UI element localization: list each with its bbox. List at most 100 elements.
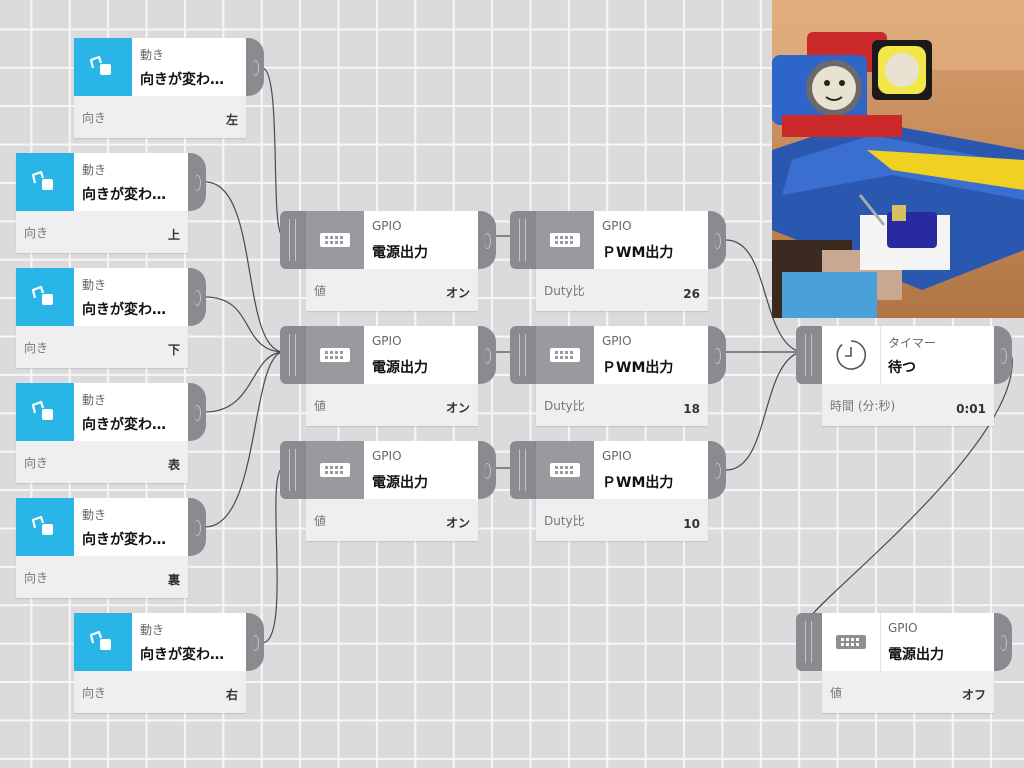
timer-wait-node[interactable]: タイマー 待つ 時間 (分:秒) 0:01 [796,326,1024,426]
param-value[interactable]: 右 [225,688,238,702]
param-value[interactable]: 下 [167,343,180,357]
output-port[interactable] [246,613,264,671]
node-panel[interactable]: GPIO 電源出力 値 オン [306,441,478,541]
pwm-output-node-1[interactable]: GPIO ＰWM出力 Duty比 26 [510,211,740,311]
direction-node-down[interactable]: 動き 向きが変わ… 向き 下 [16,268,246,368]
node-panel[interactable]: GPIO ＰWM出力 Duty比 10 [536,441,708,541]
param-value[interactable]: 10 [683,517,700,531]
direction-node-right[interactable]: 動き 向きが変わ… 向き 右 [74,613,304,713]
node-panel[interactable]: タイマー 待つ 時間 (分:秒) 0:01 [822,326,994,426]
node-panel[interactable]: 動き 向きが変わ… 向き 裏 [16,498,188,598]
node-category: 動き [82,508,107,522]
node-header: GPIO 電源出力 [306,441,478,499]
input-port[interactable] [280,211,306,269]
output-port[interactable] [994,613,1012,671]
node-title: 向きが変わ… [82,417,166,433]
node-header: 動き 向きが変わ… [16,383,188,441]
param-value[interactable]: 0:01 [956,402,986,416]
param-value[interactable]: オフ [961,688,986,702]
param-label: 向き [24,456,49,470]
param-value[interactable]: 18 [683,402,700,416]
param-label: 向き [24,226,49,240]
input-port[interactable] [280,441,306,499]
param-value[interactable]: 上 [167,228,180,242]
input-port[interactable] [796,613,822,671]
pwm-output-node-2[interactable]: GPIO ＰWM出力 Duty比 18 [510,326,740,426]
node-category: GPIO [888,621,918,635]
node-panel[interactable]: GPIO 電源出力 値 オン [306,211,478,311]
node-title: 電源出力 [372,245,428,261]
motion-icon [16,383,74,441]
node-category: 動き [82,278,107,292]
node-panel[interactable]: 動き 向きが変わ… 向き 表 [16,383,188,483]
output-port[interactable] [478,441,496,499]
node-panel[interactable]: 動き 向きが変わ… 向き 右 [74,613,246,713]
param-value[interactable]: 左 [225,113,238,127]
gpio-icon [822,613,881,671]
node-header: GPIO ＰWM出力 [536,211,708,269]
direction-node-up[interactable]: 動き 向きが変わ… 向き 上 [16,153,246,253]
output-port[interactable] [188,498,206,556]
node-title: ＰWM出力 [602,360,674,376]
node-title: 電源出力 [888,647,944,663]
node-panel[interactable]: 動き 向きが変わ… 向き 下 [16,268,188,368]
input-port[interactable] [510,326,536,384]
node-category: 動き [82,163,107,177]
output-port[interactable] [994,326,1012,384]
node-category: GPIO [372,334,402,348]
param-value[interactable]: 26 [683,287,700,301]
param-value[interactable]: オン [445,401,470,415]
node-title: ＰWM出力 [602,245,674,261]
power-output-node-1[interactable]: GPIO 電源出力 値 オン [280,211,510,311]
pwm-output-node-3[interactable]: GPIO ＰWM出力 Duty比 10 [510,441,740,541]
input-port[interactable] [510,441,536,499]
toy-train-photo [772,0,1024,318]
node-category: GPIO [602,334,632,348]
param-label: 値 [830,686,843,700]
motion-icon [16,268,74,326]
direction-node-left[interactable]: 動き 向きが変わ… 向き 左 [74,38,304,138]
output-port[interactable] [478,211,496,269]
power-off-node[interactable]: GPIO 電源出力 値 オフ [796,613,1024,713]
output-port[interactable] [708,326,726,384]
input-port[interactable] [510,211,536,269]
power-output-node-3[interactable]: GPIO 電源出力 値 オン [280,441,510,541]
node-panel[interactable]: 動き 向きが変わ… 向き 上 [16,153,188,253]
output-port[interactable] [246,38,264,96]
motion-icon [16,153,74,211]
param-value[interactable]: オン [445,516,470,530]
node-title: 向きが変わ… [140,647,224,663]
output-port[interactable] [188,268,206,326]
param-label: 値 [314,284,327,298]
param-label: Duty比 [544,284,585,298]
gpio-icon [306,211,364,269]
motion-icon [74,613,132,671]
node-panel[interactable]: 動き 向きが変わ… 向き 左 [74,38,246,138]
node-header: GPIO ＰWM出力 [536,326,708,384]
node-panel[interactable]: GPIO 電源出力 値 オン [306,326,478,426]
node-title: 向きが変わ… [82,187,166,203]
output-port[interactable] [708,211,726,269]
node-header: 動き 向きが変わ… [16,498,188,556]
direction-node-front[interactable]: 動き 向きが変わ… 向き 表 [16,383,246,483]
node-title: 電源出力 [372,360,428,376]
param-value[interactable]: オン [445,286,470,300]
node-panel[interactable]: GPIO ＰWM出力 Duty比 18 [536,326,708,426]
direction-node-back[interactable]: 動き 向きが変わ… 向き 裏 [16,498,246,598]
output-port[interactable] [478,326,496,384]
input-port[interactable] [280,326,306,384]
param-value[interactable]: 裏 [167,573,180,587]
node-header: GPIO 電源出力 [306,211,478,269]
node-panel[interactable]: GPIO ＰWM出力 Duty比 26 [536,211,708,311]
output-port[interactable] [708,441,726,499]
node-category: 動き [82,393,107,407]
node-category: GPIO [602,219,632,233]
node-panel[interactable]: GPIO 電源出力 値 オフ [822,613,994,713]
input-port[interactable] [796,326,822,384]
output-port[interactable] [188,383,206,441]
node-header: 動き 向きが変わ… [16,268,188,326]
param-label: 向き [24,341,49,355]
power-output-node-2[interactable]: GPIO 電源出力 値 オン [280,326,510,426]
output-port[interactable] [188,153,206,211]
param-value[interactable]: 表 [167,458,180,472]
